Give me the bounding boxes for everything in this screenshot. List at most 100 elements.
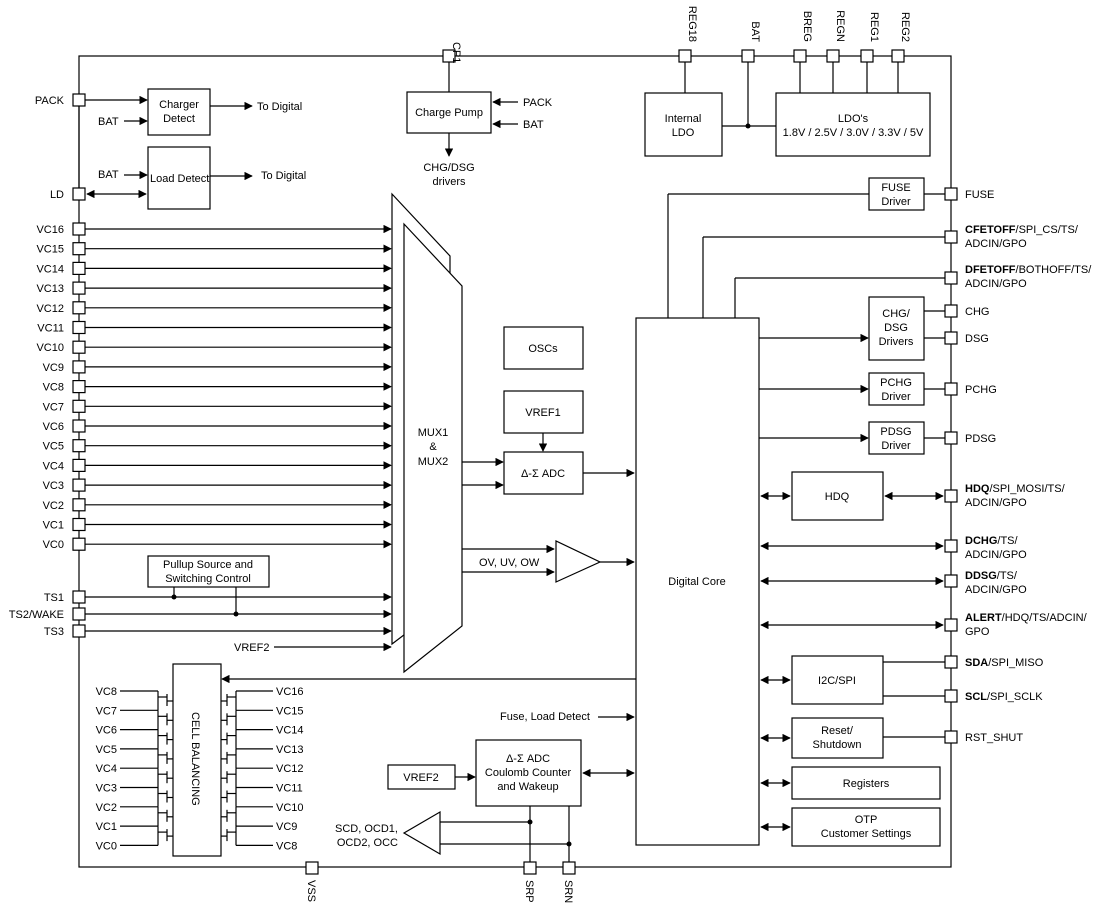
cb-left-label: VC8 [96, 686, 117, 698]
pin-vc-label: VC5 [43, 441, 64, 453]
pin-pack [72, 93, 86, 107]
pin-srp-label: SRP [523, 880, 535, 903]
ov-uv-ow-label: OV, UV, OW [479, 557, 540, 569]
pin-cfetoff-bold: CFETOFF [965, 224, 1016, 236]
pin-dsg-label: DSG [965, 333, 989, 345]
pin-vc-15 [72, 517, 86, 532]
pin-ts1-label: TS1 [44, 592, 64, 604]
adc-label: Δ-Σ ADC [521, 468, 565, 480]
pin-vc-1 [72, 242, 86, 256]
pin-vc-label: VC1 [43, 520, 64, 532]
pin-ddsg-bold: DDSG [965, 570, 997, 582]
pullup-label-2: Switching Control [165, 573, 251, 585]
charge-pump-label: Charge Pump [415, 107, 483, 119]
cb-right-label: VC13 [276, 744, 304, 756]
pin-scl [944, 689, 958, 703]
cell-balancing-block [172, 663, 222, 857]
pin-sda-bold: SDA [965, 657, 988, 669]
pin-scl-bold: SCL [965, 691, 987, 703]
load-detect-to-digital: To Digital [261, 170, 306, 182]
pin-ld [72, 187, 86, 201]
cb-left-label: VC1 [96, 821, 117, 833]
pin-vc-label: VC8 [43, 382, 64, 394]
pin-dchg-line2: ADCIN/GPO [965, 549, 1027, 561]
oscs-block [503, 326, 584, 370]
pin-vc-9 [72, 399, 86, 413]
pin-vc-label: VC9 [43, 362, 64, 374]
cb-right-label: VC15 [276, 705, 304, 717]
pin-vc-2 [72, 261, 86, 275]
internal-ldo-block [644, 92, 723, 157]
pchg-driver-block [868, 372, 925, 406]
cc-adc-label-1: Δ-Σ ADC [506, 753, 550, 765]
scd-label-2: OCD2, OCC [337, 837, 398, 849]
pin-vc-label: VC15 [36, 244, 64, 256]
pin-dchg-bold: DCHG [965, 535, 997, 547]
chg-dsg-drivers-label-1: CHG/DSG [423, 162, 474, 174]
cb-right-label: VC9 [276, 821, 297, 833]
vref2-block-label: VREF2 [403, 772, 438, 784]
svg-text:DFETOFF/BOTHOFF/TS/: DFETOFF/BOTHOFF/TS/ [965, 264, 1092, 276]
pin-vss [305, 861, 319, 875]
cb-right-label: VC16 [276, 686, 304, 698]
cc-adc-label-2: Coulomb Counter [485, 767, 572, 779]
pin-chg-label: CHG [965, 306, 989, 318]
oscs-label: OSCs [528, 343, 558, 355]
pin-ts3-label: TS3 [44, 626, 64, 638]
pin-hdq-line2: ADCIN/GPO [965, 497, 1027, 509]
pin-alert-rest: /HDQ/TS/ADCIN/ [1002, 612, 1088, 624]
pin-reg2-label: REG2 [899, 12, 911, 42]
pin-hdq [944, 489, 958, 503]
pin-dchg-rest: /TS/ [997, 535, 1018, 547]
pin-dfetoff-line2: ADCIN/GPO [965, 278, 1027, 290]
pin-ts3 [72, 624, 86, 638]
pin-vc-16 [72, 537, 86, 551]
chg-dsg-drivers-3: Drivers [879, 336, 914, 348]
pin-dchg [944, 539, 958, 553]
pin-vc-0 [72, 222, 86, 236]
load-detect-block [147, 146, 211, 210]
pin-srp [523, 861, 537, 875]
pin-ts1 [72, 590, 86, 604]
pchg-driver-1: PCHG [880, 377, 912, 389]
reset-shutdown-block [791, 717, 884, 759]
vc-pin-group: VC16VC15VC14VC13VC12VC11VC10VC9VC8VC7VC6… [36, 222, 392, 551]
pin-dfetoff-bold: DFETOFF [965, 264, 1016, 276]
chg-dsg-drivers-2: DSG [884, 322, 908, 334]
charger-detect-to-digital: To Digital [257, 101, 302, 113]
otp-block [791, 807, 941, 847]
charger-detect-label-1: Charger [159, 99, 199, 111]
pin-scl-rest: /SPI_SCLK [987, 691, 1043, 703]
cc-adc-label-3: and Wakeup [497, 781, 558, 793]
svg-text:CFETOFF/SPI_CS/TS/: CFETOFF/SPI_CS/TS/ [965, 224, 1079, 236]
otp-label-2: Customer Settings [821, 828, 912, 840]
cell-balancing-label: CELL BALANCING [189, 712, 201, 806]
svg-text:SCL/SPI_SCLK: SCL/SPI_SCLK [965, 691, 1043, 703]
pin-ddsg-rest: /TS/ [997, 570, 1018, 582]
svg-text:DDSG/TS/: DDSG/TS/ [965, 570, 1018, 582]
pin-fuse [944, 187, 958, 201]
charge-pump-block [406, 91, 492, 134]
cc-adc-block [475, 739, 582, 807]
pin-vc-label: VC14 [36, 263, 64, 275]
pin-vss-label: VSS [305, 880, 317, 902]
pin-vc-11 [72, 439, 86, 453]
pin-vc-8 [72, 380, 86, 394]
i2c-spi-block [791, 655, 884, 705]
ldos-label-1: LDO's [838, 113, 869, 125]
pin-reg1-label: REG1 [868, 12, 880, 42]
reset-shutdown-2: Shutdown [813, 739, 862, 751]
cb-left-label: VC5 [96, 744, 117, 756]
svg-text:SDA/SPI_MISO: SDA/SPI_MISO [965, 657, 1044, 669]
pin-dfetoff [944, 271, 958, 285]
pin-vc-label: VC6 [43, 421, 64, 433]
pin-vc-label: VC7 [43, 401, 64, 413]
pin-alert-line2: GPO [965, 626, 990, 638]
cb-right-label: VC14 [276, 725, 304, 737]
pin-vc-12 [72, 458, 86, 472]
pin-vc-6 [72, 340, 86, 354]
pin-ld-label: LD [50, 189, 64, 201]
pin-pdsg-label: PDSG [965, 433, 996, 445]
pullup-label-1: Pullup Source and [163, 559, 253, 571]
